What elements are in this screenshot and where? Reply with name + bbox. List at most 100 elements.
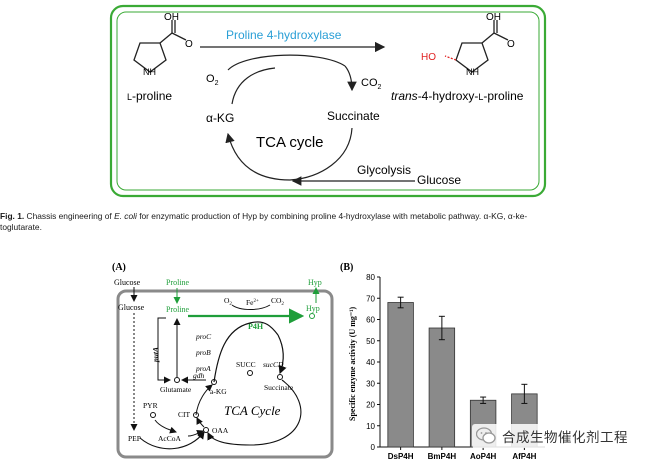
chart-x-tick-label: DsP4H <box>388 452 414 461</box>
fig1-akg-label: α-KG <box>206 111 234 125</box>
a-pep-oaa-arc <box>139 431 205 450</box>
a-glucose-out: Glucose <box>114 278 141 287</box>
figure-caption: Fig. 1. Chassis engineering of E. coli f… <box>0 211 650 233</box>
chart-x-tick-label: AfP4H <box>512 452 536 461</box>
a-pyr-node <box>150 412 156 418</box>
chart-x-tick-label: AoP4H <box>470 452 496 461</box>
chart-y-tick-label: 80 <box>366 273 375 282</box>
panel-a-label: (A) <box>112 262 126 273</box>
tca-cycle-arc <box>225 127 353 181</box>
a-akg: a-KG <box>210 387 227 396</box>
caption-label: Fig. 1. <box>0 211 25 221</box>
enzyme-label: Proline 4-hydroxylase <box>226 28 342 42</box>
figure-1: OH NH O L-proline Proline 4-hydroxylase … <box>109 4 547 198</box>
a-oaa-cit-arrow <box>196 417 205 428</box>
chart-bar <box>428 327 456 448</box>
hyp-label-mid: -4-hydroxy- <box>418 89 479 103</box>
l-proline-o-label: O <box>185 39 193 50</box>
panel-b-chart: (B) Specific enzyme activity (U mg⁻¹) 0 1… <box>340 262 545 461</box>
akg-succinate-arrow <box>344 65 357 92</box>
caption-text-1: Chassis engineering of <box>26 211 115 221</box>
l-proline-structure <box>133 20 187 73</box>
chart-y-tick-label: 50 <box>366 337 375 346</box>
fig1-glucose-label: Glucose <box>417 173 461 187</box>
a-co2: CO2 <box>271 296 284 307</box>
figure-1-border <box>109 4 547 198</box>
hyp-label-l: L <box>478 92 483 102</box>
a-succ: SUCC <box>236 360 256 369</box>
fig1-succinate-label: Succinate <box>327 109 380 123</box>
chart-y-tick-label: 70 <box>366 294 375 303</box>
a-succ-node <box>247 370 253 376</box>
a-hyp-in: Hyp <box>306 304 320 313</box>
watermark: 合成生物催化剂工程 <box>472 424 632 448</box>
fig1-o2-label: O2 <box>206 73 219 87</box>
chart-ylabel: Specific enzyme activity (U mg⁻¹) <box>348 307 357 421</box>
a-proa: proA <box>195 364 211 373</box>
a-glucose-in: Glucose <box>118 303 145 312</box>
a-tca-label: TCA Cycle <box>224 403 281 418</box>
a-puta-arrow <box>157 317 171 384</box>
a-pyr-acoa-arrow <box>154 419 177 434</box>
a-akg-arc <box>213 321 279 383</box>
a-cit-akg-arrow <box>195 384 213 416</box>
a-gdh: gdh <box>193 371 205 380</box>
caption-organism: E. coli <box>114 211 137 221</box>
fig1-co2-label: CO2 <box>361 77 382 91</box>
a-pyr: PYR <box>143 401 158 410</box>
l-proline-oh-label: OH <box>164 12 179 23</box>
watermark-text: 合成生物催化剂工程 <box>502 430 628 445</box>
panel-b-label-text: (B) <box>340 262 353 273</box>
caption-text-3: toglutarate. <box>0 222 42 232</box>
a-succinate-node <box>277 374 283 380</box>
a-proline-in: Proline <box>166 305 190 314</box>
chart-y-tick-label: 0 <box>371 443 376 452</box>
l-proline-suffix: -proline <box>132 89 172 103</box>
a-hyp-node <box>309 313 315 319</box>
fig1-tca-label: TCA cycle <box>256 134 324 151</box>
a-pep: PEP <box>128 434 141 443</box>
a-p4h-label: P4H <box>248 322 264 331</box>
a-proline-out: Proline <box>166 278 190 287</box>
a-fe: Fe2+ <box>246 298 259 307</box>
hyp-o-label: O <box>507 39 515 50</box>
a-cit: CIT <box>178 410 191 419</box>
hyp-label: trans-4-hydroxy-L-proline <box>391 89 524 103</box>
a-proc: proC <box>195 332 212 341</box>
cell-membrane <box>116 289 334 459</box>
hyp-structure <box>444 20 509 73</box>
chart-y-tick-label: 10 <box>366 422 375 431</box>
l-proline-prefix: L <box>127 92 132 102</box>
hyp-oh-label: OH <box>486 12 501 23</box>
a-o2-arc <box>231 304 271 310</box>
a-puta: putA <box>151 347 160 363</box>
a-to-succinate-arc <box>277 334 287 375</box>
a-prob: proB <box>195 348 211 357</box>
a-succd: sucCD <box>263 360 284 369</box>
fig1-glycolysis-label: Glycolysis <box>357 163 411 177</box>
chart-bar <box>387 302 414 448</box>
a-glutamate-node <box>174 377 180 383</box>
wechat-icon <box>476 427 496 444</box>
l-proline-label: L-proline <box>127 89 172 103</box>
a-hyp-out: Hyp <box>308 278 322 287</box>
chart-y-tick-label: 60 <box>366 316 375 325</box>
caption-text-2: for enzymatic production of Hyp by combi… <box>136 211 528 221</box>
o2-co2-arc <box>227 54 346 71</box>
a-acoa: AcCoA <box>158 434 181 443</box>
l-proline-nh-label: NH <box>143 67 156 77</box>
chart-y-tick-label: 20 <box>366 401 375 410</box>
a-akg-node <box>211 379 217 385</box>
chart-y-tick-label: 40 <box>366 358 375 367</box>
a-oaa: OAA <box>212 426 229 435</box>
a-succinate-oaa-arc <box>207 379 302 446</box>
chart-y-tick-label: 30 <box>366 379 375 388</box>
a-succinate: Succinate <box>264 383 294 392</box>
figure-1-inner-border <box>116 11 540 191</box>
chart-x-tick-label: BmP4H <box>428 452 457 461</box>
hyp-label-trans: trans <box>391 89 418 103</box>
a-glutamate: Glutamate <box>160 385 192 394</box>
hyp-nh-label: NH <box>466 67 479 77</box>
a-oaa-node <box>203 427 209 433</box>
a-o2: O2 <box>224 296 232 307</box>
